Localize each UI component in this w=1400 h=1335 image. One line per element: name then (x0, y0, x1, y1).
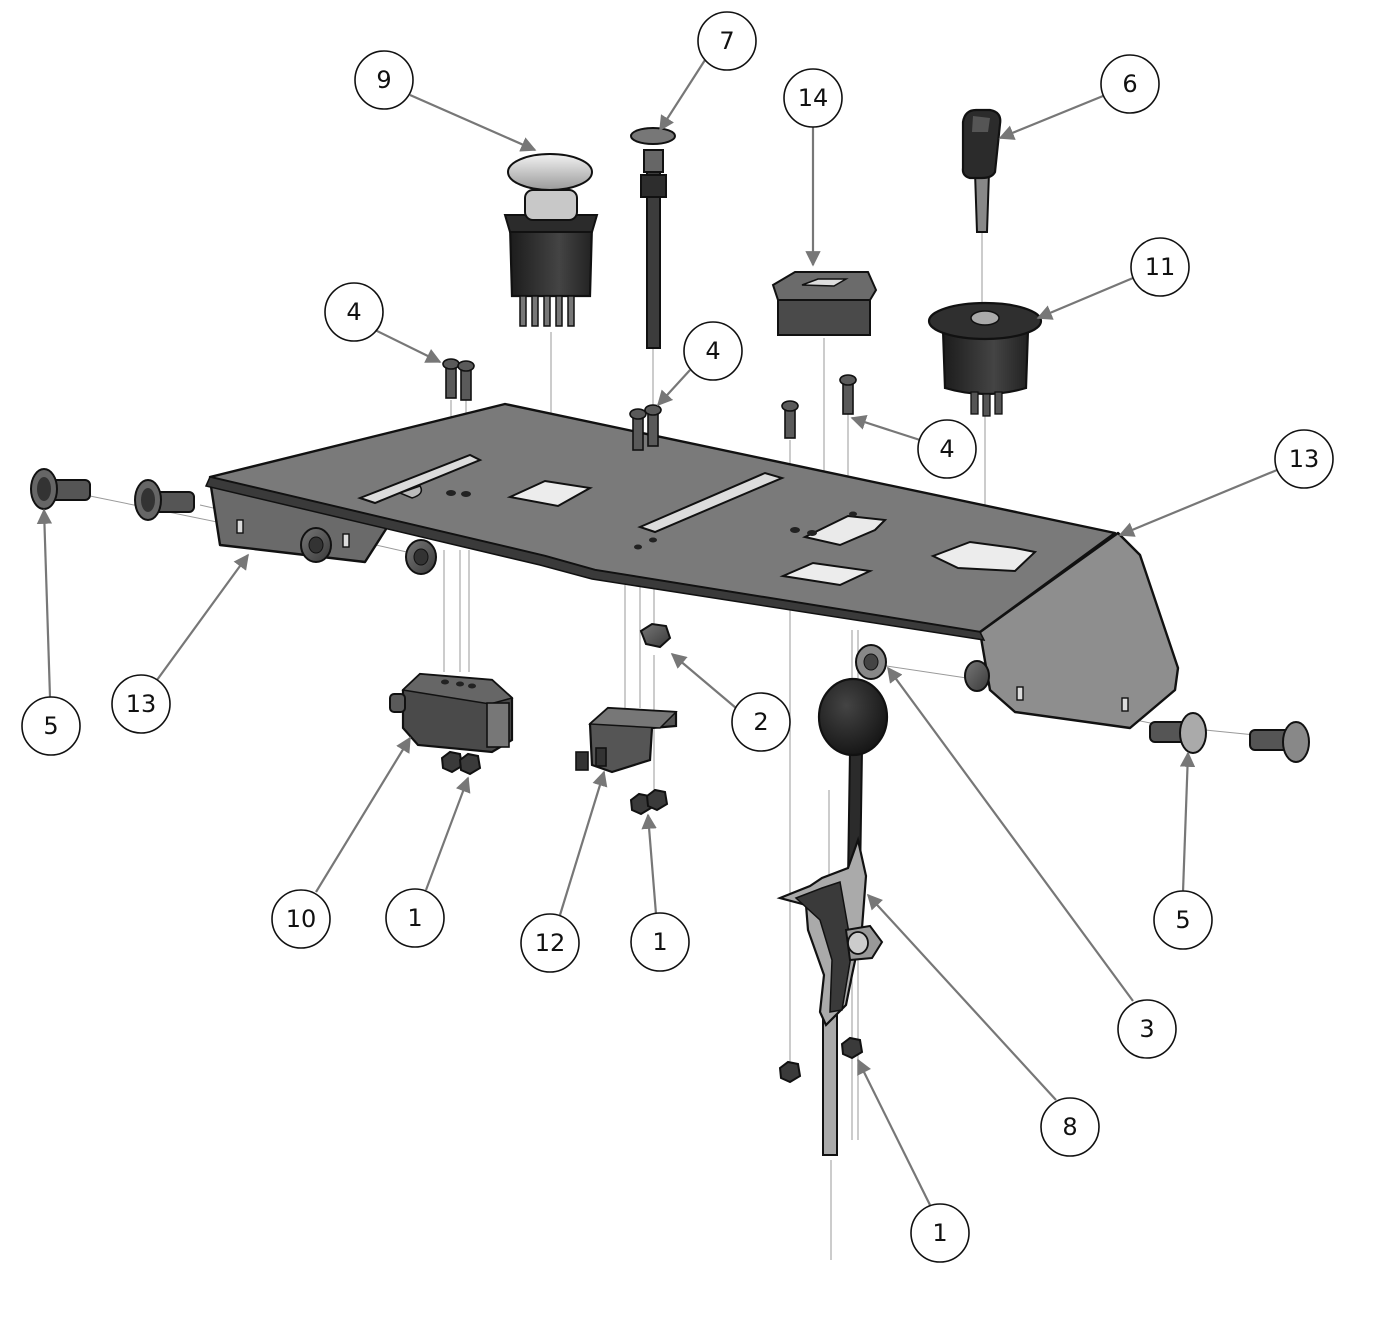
flange-nuts-3 (300, 527, 990, 692)
callout-11-label: 11 (1145, 253, 1176, 281)
callout-7: 7 (697, 11, 757, 71)
callout-13-left-label: 13 (126, 690, 157, 718)
callout-14-label: 14 (798, 84, 829, 112)
callout-6-label: 6 (1122, 70, 1137, 98)
callout-3-label: 3 (1139, 1015, 1154, 1043)
hour-meter (771, 271, 878, 336)
callout-11: 11 (1130, 237, 1190, 297)
callout-5-left-label: 5 (43, 712, 58, 740)
callout-4-left-label: 4 (346, 298, 361, 326)
callouts: 9 7 14 6 11 4 4 4 13 13 5 2 5 10 1 12 1 … (21, 11, 1334, 1263)
callout-4-left: 4 (324, 282, 384, 342)
callout-6: 6 (1100, 54, 1160, 114)
throttle-lever (776, 677, 889, 1156)
callout-1-center: 1 (630, 912, 690, 972)
callout-14: 14 (783, 68, 843, 128)
callout-13-left: 13 (111, 674, 171, 734)
callout-4-center: 4 (683, 321, 743, 381)
callout-10: 10 (271, 889, 331, 949)
callout-4-right-label: 4 (939, 435, 954, 463)
hex-nut (639, 622, 672, 649)
callout-2: 2 (731, 692, 791, 752)
callout-12-label: 12 (535, 929, 566, 957)
pto-switch (503, 153, 599, 327)
leader-lines (36, 59, 1278, 1206)
interlock-switch-12 (575, 706, 678, 774)
callout-1-left: 1 (385, 888, 445, 948)
control-plate (204, 402, 1180, 730)
plate-slot-lever (802, 514, 888, 547)
callout-8-label: 8 (1062, 1113, 1077, 1141)
callout-4-center-label: 4 (705, 337, 720, 365)
callout-2-label: 2 (753, 708, 768, 736)
ignition-key (961, 108, 1002, 233)
callout-7-label: 7 (719, 27, 734, 55)
callout-5-right: 5 (1153, 890, 1213, 950)
callout-1-bottom-label: 1 (932, 1219, 947, 1247)
ignition-switch (927, 301, 1043, 417)
callout-9: 9 (354, 50, 414, 110)
callout-1-bottom: 1 (910, 1203, 970, 1263)
callout-5-left: 5 (21, 696, 81, 756)
callout-9-label: 9 (376, 66, 391, 94)
plate-slot-left (357, 453, 483, 505)
plate-hole-hourmeter (779, 561, 874, 587)
callout-5-right-label: 5 (1175, 906, 1190, 934)
callout-4-right: 4 (917, 419, 977, 479)
lock-nuts-1 (440, 750, 864, 1084)
screws-4 (442, 358, 857, 451)
callout-1-left-label: 1 (407, 904, 422, 932)
plate-right-flange (978, 531, 1180, 730)
callout-10-label: 10 (286, 905, 317, 933)
carriage-bolts-5 (30, 468, 1310, 763)
callout-8: 8 (1040, 1097, 1100, 1157)
callout-13-right: 13 (1274, 429, 1334, 489)
plate-hole-ignition (930, 540, 1038, 573)
callout-1-center-label: 1 (652, 928, 667, 956)
plate-slot-center (637, 471, 785, 534)
choke-knob (630, 127, 676, 349)
callout-3: 3 (1117, 999, 1177, 1059)
plate-hole-switch (506, 479, 594, 508)
plunger-switch-10 (389, 672, 514, 754)
callout-13-right-label: 13 (1289, 445, 1320, 473)
callout-12: 12 (520, 913, 580, 973)
